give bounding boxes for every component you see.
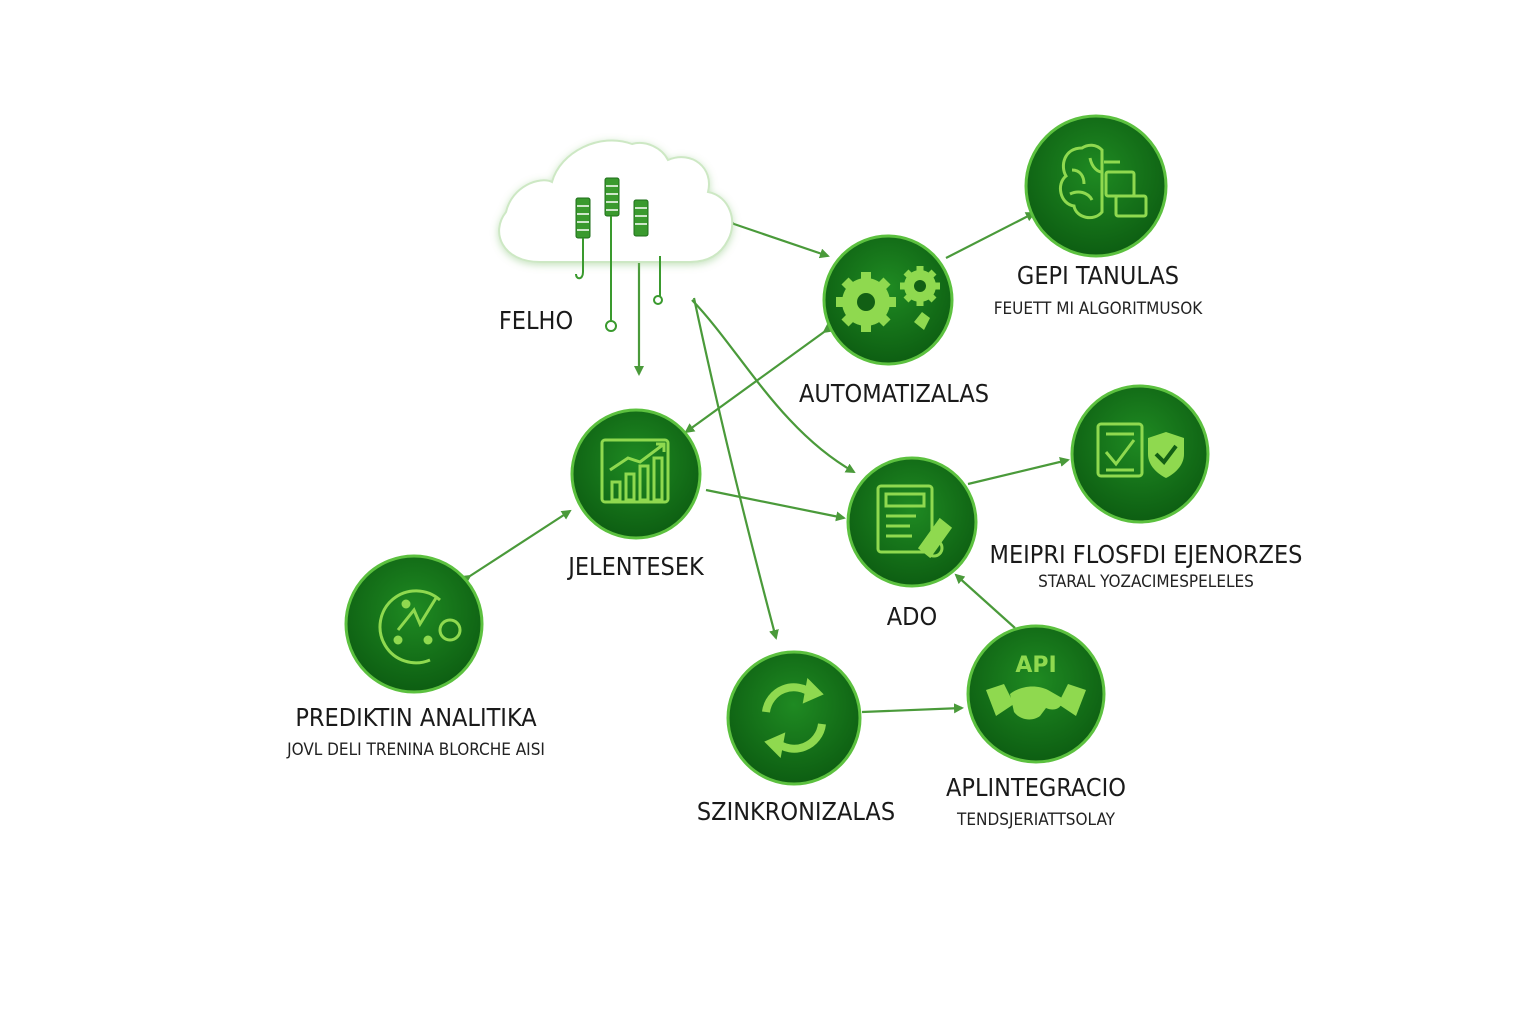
bar-chart-icon	[600, 438, 670, 504]
arrow-jelentesek-ado	[705, 488, 846, 522]
forecast-icon	[378, 589, 462, 665]
api-title: APLINTEGRACIO	[946, 773, 1126, 802]
node-szinkron	[726, 650, 862, 786]
checklist-shield-icon	[1096, 422, 1184, 478]
arrow-api-ado	[954, 573, 1016, 629]
prediktiv-title: PREDIKTIN ANALITIKA	[295, 703, 537, 732]
node-prediktiv	[344, 554, 484, 694]
handshake-icon	[986, 684, 1086, 720]
jelentesek-title: JELENTESEK	[568, 552, 704, 581]
szinkron-title: SZINKRONIZALAS	[696, 797, 896, 826]
api-subtitle: TENDSJERIATTSOLAY	[957, 810, 1115, 830]
arrow-felho-ado	[691, 299, 856, 473]
sync-icon	[762, 677, 826, 759]
node-api: API	[966, 624, 1106, 764]
arrow-ado-megfeleloseg	[967, 457, 1070, 486]
gepi-subtitle: FEUETT MI ALGORITMUSOK	[993, 299, 1203, 319]
node-felho	[498, 139, 734, 332]
node-ado	[846, 456, 978, 588]
megfeleloseg-title: MEIPRI FLOSFDI EJENORZES	[989, 540, 1303, 569]
felho-title: FELHO	[498, 306, 574, 335]
arrow-automatizalas-jelentesek	[684, 323, 834, 434]
arrow-automatizalas-gepi	[945, 212, 1036, 259]
node-gepi	[1024, 114, 1168, 258]
tax-form-icon	[876, 484, 953, 559]
arrow-szinkron-api	[861, 703, 964, 714]
node-megfeleloseg	[1070, 384, 1210, 524]
api-badge: API	[1015, 653, 1056, 678]
ado-title: ADO	[886, 602, 938, 631]
gepi-title: GEPI TANULAS	[1016, 261, 1180, 290]
gears-icon	[836, 266, 940, 332]
arrow-felho-szinkron	[692, 297, 779, 640]
brain-icon	[1058, 143, 1148, 220]
arrow-prediktiv-jelentesek	[460, 509, 572, 585]
node-automatizalas	[822, 234, 954, 366]
arrow-felho-automatizalas	[724, 216, 830, 259]
node-jelentesek	[570, 408, 702, 540]
automatizalas-title: AUTOMATIZALAS	[798, 379, 990, 408]
connections	[460, 212, 1070, 714]
prediktiv-subtitle: JOVL DELI TRENINA BLORCHE AISI	[287, 740, 545, 760]
megfeleloseg-subtitle: STARAL YOZACIMESPELELES	[1038, 572, 1254, 592]
